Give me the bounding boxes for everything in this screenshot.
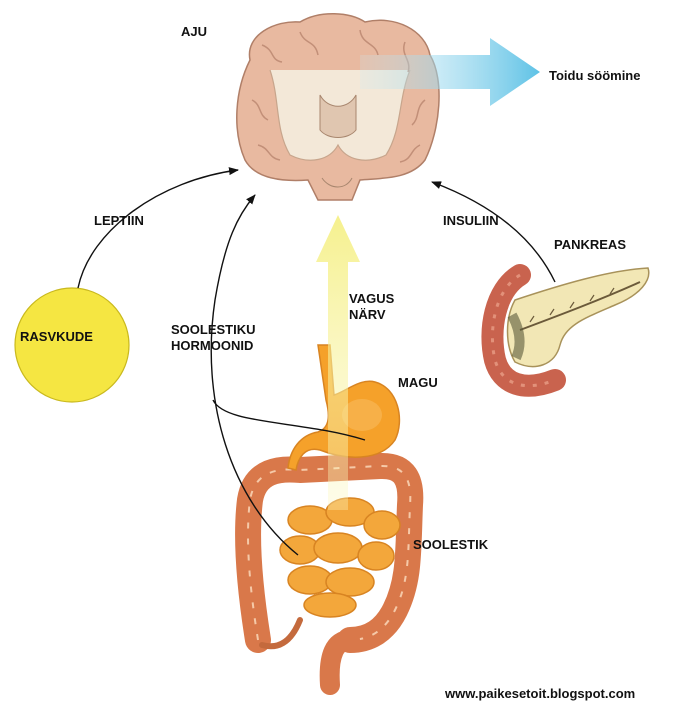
intestine-label: SOOLESTIK — [413, 537, 489, 552]
insulin-label: INSULIIN — [443, 213, 499, 228]
leptin-arrow — [77, 167, 239, 289]
eating-label: Toidu söömine — [549, 68, 641, 83]
website-url: www.paikesetoit.blogspot.com — [445, 686, 636, 701]
gut-hormones-label: SOOLESTIKU HORMOONID — [171, 322, 256, 354]
vagus-nerve-label: VAGUS NÄRV — [349, 291, 394, 323]
gut-hormones-label-line2: HORMOONID — [171, 338, 254, 353]
gut-hormones-stomach-line — [212, 399, 366, 441]
vagus-label-line1: VAGUS — [349, 291, 395, 306]
pancreas-icon — [481, 264, 650, 397]
brain-label: AJU — [181, 24, 208, 39]
gut-hormones-arrow — [210, 194, 299, 556]
gut-hormones-label-line1: SOOLESTIKU — [171, 322, 256, 337]
leptin-label: LEPTIIN — [94, 213, 144, 228]
vagus-label-line2: NÄRV — [349, 307, 386, 322]
vagus-nerve-arrow — [316, 215, 360, 510]
intestine-icon — [235, 453, 424, 695]
brain-icon — [236, 13, 440, 201]
eating-output-arrow — [360, 38, 540, 106]
insulin-arrow — [431, 181, 556, 283]
pancreas-label: PANKREAS — [554, 237, 626, 252]
fat-tissue-circle — [14, 287, 130, 403]
stomach-label: MAGU — [398, 375, 438, 390]
fat-tissue-label: RASVKUDE — [20, 329, 93, 344]
